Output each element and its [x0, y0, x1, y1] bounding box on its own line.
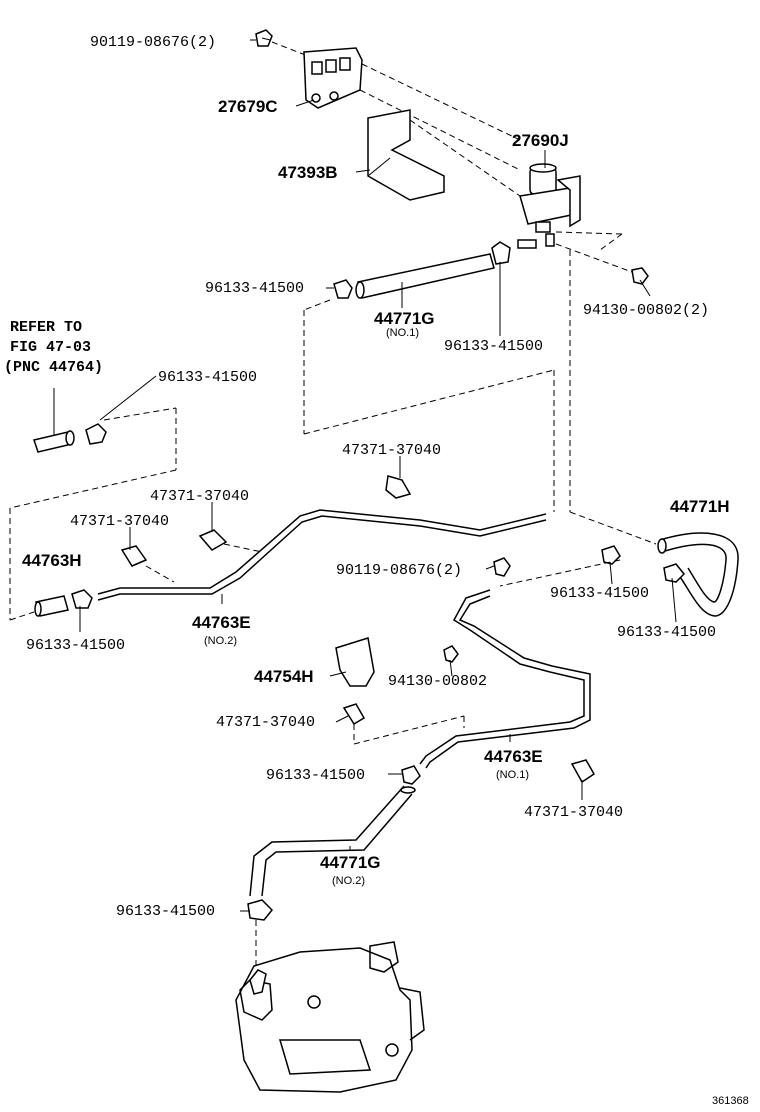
label-clamp-47371-a: 47371-37040: [342, 442, 441, 459]
label-bolt-90119-mid: 90119-08676(2): [336, 562, 462, 579]
bracket-47393b: [367, 109, 445, 201]
refer-note-line2: FIG 47-03: [10, 339, 91, 356]
label-pipe-44763e-no2-sub: (NO.2): [204, 635, 237, 647]
valve-27690j: [517, 163, 581, 249]
leader-lines: [79, 39, 677, 912]
label-clip-96133-b1: 96133-41500: [26, 637, 125, 654]
refer-pipe-44764: [33, 388, 75, 453]
clamp-47371-b: [198, 529, 228, 551]
label-pipe-44763e-no1-sub: (NO.1): [496, 769, 529, 781]
clip-96133-h1: [601, 545, 621, 565]
label-clip-96133-bottom: 96133-41500: [116, 903, 215, 920]
label-clamp-47371-b: 47371-37040: [150, 488, 249, 505]
label-hose-44771h: 44771H: [670, 497, 730, 516]
hose-44763h: [34, 595, 69, 617]
label-hose-44771g-no1-sub: (NO.1): [386, 327, 419, 339]
label-clamp-47371-d: 47371-37040: [216, 714, 315, 731]
hose-44771h: [657, 532, 739, 617]
clip-96133-ref: [85, 423, 107, 445]
label-clamp-47371-c: 47371-37040: [70, 513, 169, 530]
bracket-44754h: [335, 637, 375, 687]
label-hose-44771g-no2-sub: (NO.2): [332, 875, 365, 887]
label-pipe-44763e-no2: 44763E: [192, 613, 251, 632]
bolt-90119-mid: [493, 557, 511, 577]
label-clip-96133-h1: 96133-41500: [550, 585, 649, 602]
clip-96133-a2: [491, 241, 511, 265]
nut-94130-top: [631, 267, 649, 285]
label-bracket-27679c: 27679C: [218, 97, 278, 116]
figure-id: 361368: [712, 1095, 749, 1107]
clamp-47371-c: [120, 545, 148, 567]
label-clip-96133-a2: 96133-41500: [444, 338, 543, 355]
throttle-body: [235, 941, 425, 1093]
label-hose-44771g-no1: 44771G: [374, 309, 435, 328]
hose-44771g-no2: [249, 785, 416, 897]
clip-96133-h2: [663, 563, 686, 583]
label-clamp-47371-e: 47371-37040: [524, 804, 623, 821]
refer-note-line1: REFER TO: [10, 319, 82, 336]
clamp-47371-d: [342, 703, 366, 726]
hose-44771g-no1: [355, 253, 495, 299]
clip-96133-bottom: [247, 899, 274, 921]
label-hose-44771g-no2: 44771G: [320, 853, 381, 872]
label-valve-27690j: 27690J: [512, 131, 569, 150]
nut-94130-mid: [443, 645, 459, 663]
label-bracket-44754h: 44754H: [254, 667, 314, 686]
label-bolt-90119-top: 90119-08676(2): [90, 34, 216, 51]
label-pipe-44763e-no1: 44763E: [484, 747, 543, 766]
label-clip-96133-h2: 96133-41500: [617, 624, 716, 641]
label-clip-96133-c1: 96133-41500: [266, 767, 365, 784]
refer-note-line3: (PNC 44764): [4, 359, 103, 376]
bracket-27679c: [303, 47, 363, 109]
pipe-44763e-no2: [97, 509, 547, 601]
label-bracket-47393b: 47393B: [278, 163, 338, 182]
pipe-44763e-no1: [419, 589, 591, 769]
clamp-47371-a: [385, 475, 412, 499]
clip-96133-c1: [401, 765, 421, 785]
label-clip-96133-a1: 96133-41500: [205, 280, 304, 297]
clip-96133-a1: [333, 279, 353, 299]
clip-96133-b1: [71, 589, 93, 609]
bolt-90119-top: [255, 29, 273, 47]
label-nut-94130-top: 94130-00802(2): [583, 302, 709, 319]
label-clip-96133-ref: 96133-41500: [158, 369, 257, 386]
label-hose-44763h: 44763H: [22, 551, 82, 570]
label-nut-94130-mid: 94130-00802: [388, 673, 487, 690]
clamp-47371-e: [570, 759, 595, 784]
